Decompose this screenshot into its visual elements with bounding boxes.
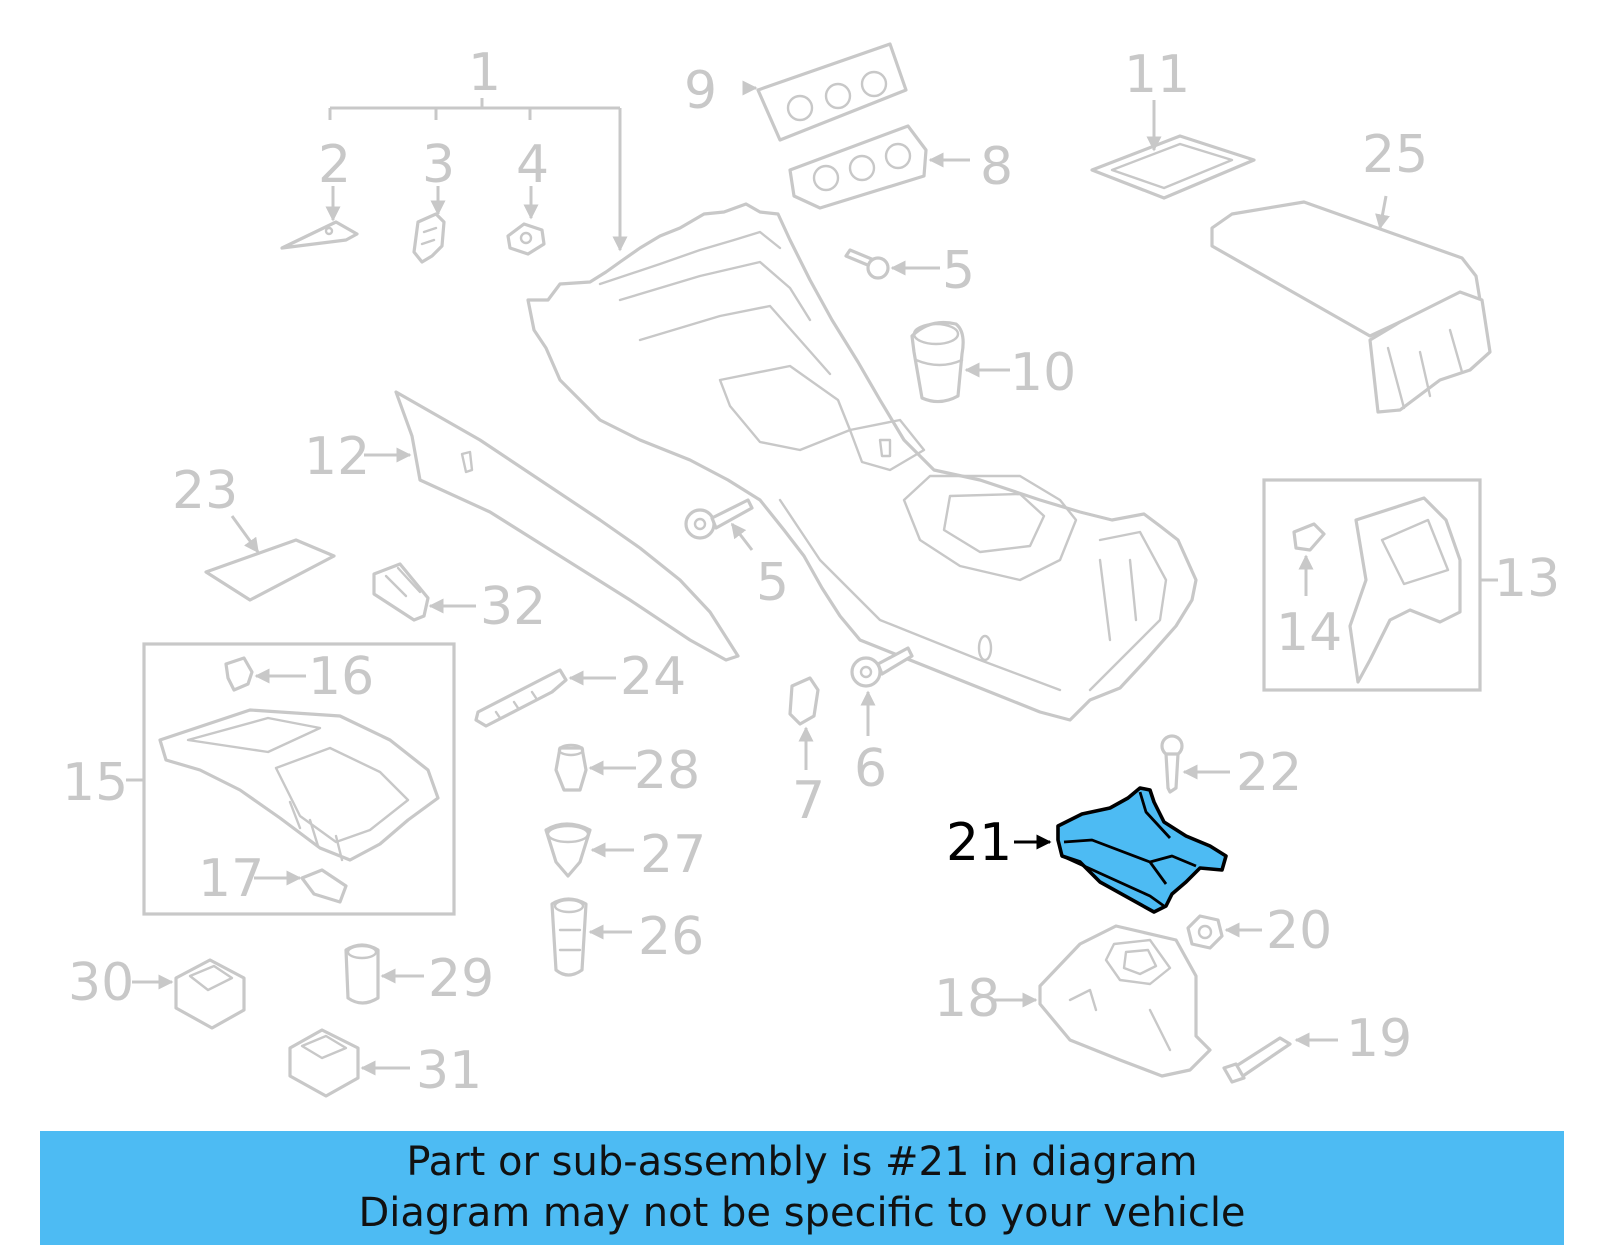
part-12[interactable] — [364, 390, 740, 662]
part-5-lower[interactable] — [684, 498, 754, 551]
part-24[interactable] — [474, 668, 616, 728]
callout-25: 25 — [1362, 125, 1428, 185]
part-9[interactable] — [742, 42, 908, 142]
part-20[interactable] — [1186, 914, 1262, 950]
callout-1: 1 — [468, 43, 501, 103]
callout-11: 11 — [1124, 45, 1190, 105]
part-15-group[interactable] — [126, 642, 456, 916]
part-4[interactable] — [506, 186, 546, 256]
part-17[interactable] — [254, 868, 348, 904]
callout-labels: 1 2 3 4 5 5 6 7 8 9 10 11 12 13 14 15 16… — [62, 43, 1560, 1101]
callout-32: 32 — [480, 577, 546, 637]
callout-22: 22 — [1236, 743, 1302, 803]
callout-14: 14 — [1276, 603, 1342, 663]
part-23[interactable] — [204, 515, 336, 602]
part-30[interactable] — [132, 958, 246, 1030]
part-16[interactable] — [224, 656, 306, 692]
info-banner: Part or sub-assembly is #21 in diagram D… — [40, 1131, 1564, 1245]
center-console[interactable] — [526, 202, 1198, 722]
banner-line-2: Diagram may not be specific to your vehi… — [358, 1190, 1246, 1236]
callout-2: 2 — [318, 135, 351, 195]
part-25[interactable] — [1210, 195, 1492, 414]
callout-4: 4 — [516, 135, 549, 195]
callout-17: 17 — [198, 849, 264, 909]
banner-line-1: Part or sub-assembly is #21 in diagram — [406, 1139, 1198, 1185]
callout-29: 29 — [428, 949, 494, 1009]
callout-24: 24 — [620, 647, 686, 707]
callout-3: 3 — [422, 135, 455, 195]
callout-7: 7 — [792, 771, 825, 831]
part-6[interactable] — [850, 646, 914, 736]
callout-21: 21 — [946, 813, 1012, 873]
callout-16: 16 — [308, 647, 374, 707]
callout-19: 19 — [1346, 1009, 1412, 1069]
callout-31: 31 — [416, 1041, 482, 1101]
callout-27: 27 — [640, 825, 706, 885]
part-22[interactable] — [1160, 734, 1230, 794]
callout-6: 6 — [854, 739, 887, 799]
callout-9: 9 — [684, 61, 717, 121]
part-27[interactable] — [544, 822, 634, 878]
callout-1-tree — [328, 98, 620, 250]
part-5-upper[interactable] — [844, 248, 940, 280]
part-29[interactable] — [344, 943, 424, 1005]
part-14[interactable] — [1292, 522, 1326, 596]
callout-28: 28 — [634, 741, 700, 801]
part-26[interactable] — [550, 897, 632, 977]
callout-5-lower: 5 — [756, 553, 789, 613]
part-10[interactable] — [910, 320, 1010, 404]
part-18[interactable] — [992, 924, 1212, 1078]
part-8[interactable] — [788, 124, 970, 210]
part-31[interactable] — [288, 1028, 410, 1098]
callout-30: 30 — [68, 953, 134, 1013]
callout-12: 12 — [304, 427, 370, 487]
callout-5-upper: 5 — [942, 241, 975, 301]
part-13-group[interactable] — [1262, 478, 1498, 692]
part-3[interactable] — [412, 186, 446, 264]
callout-13: 13 — [1494, 549, 1560, 609]
part-7[interactable] — [788, 676, 820, 770]
part-2[interactable] — [280, 186, 359, 250]
callout-26: 26 — [638, 907, 704, 967]
callout-15: 15 — [62, 753, 128, 813]
callout-18: 18 — [934, 969, 1000, 1029]
callout-10: 10 — [1010, 343, 1076, 403]
part-21-highlighted[interactable] — [1014, 786, 1228, 914]
callout-23: 23 — [172, 461, 238, 521]
part-11[interactable] — [1090, 100, 1256, 200]
part-32[interactable] — [372, 562, 476, 622]
part-19[interactable] — [1222, 1032, 1338, 1084]
callout-8: 8 — [980, 137, 1013, 197]
callout-20: 20 — [1266, 901, 1332, 961]
part-28[interactable] — [554, 743, 636, 792]
